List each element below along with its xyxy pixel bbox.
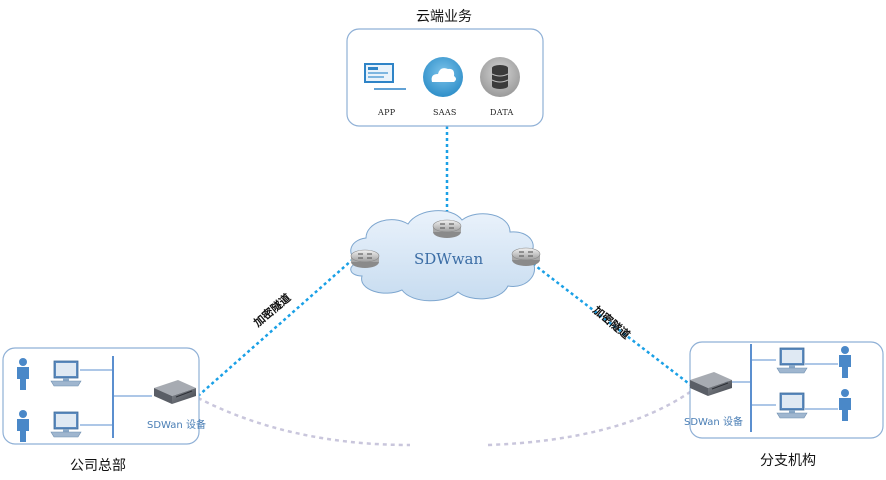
monitor-icon (364, 63, 406, 90)
app-label: APP (378, 108, 396, 117)
router-icon (432, 219, 462, 239)
branch-device-label: SDWan 设备 (684, 417, 743, 428)
tunnel-left-line (197, 259, 353, 397)
wan-link-left (197, 396, 411, 447)
headquarters-frame (2, 347, 200, 445)
saas-label: SAAS (433, 108, 457, 117)
tunnel-right-line (527, 259, 693, 387)
branch-title: 分支机构 (760, 453, 816, 469)
data-label: DATA (490, 108, 514, 117)
computer-icon (50, 360, 82, 387)
wan-link-right (487, 390, 691, 447)
headquarters-title: 公司总部 (70, 458, 126, 474)
sdwan-network-label: SDWwan (414, 250, 484, 268)
computer-icon (776, 347, 808, 374)
database-icon (480, 57, 520, 97)
computer-icon (50, 411, 82, 438)
computer-icon (776, 392, 808, 419)
branch-frame (689, 341, 884, 439)
router-icon (350, 249, 380, 269)
router-icon (511, 247, 541, 267)
hq-device-label: SDWan 设备 (147, 420, 206, 431)
cloud-icon (423, 57, 463, 97)
cloud-services-title: 云端业务 (416, 9, 472, 25)
